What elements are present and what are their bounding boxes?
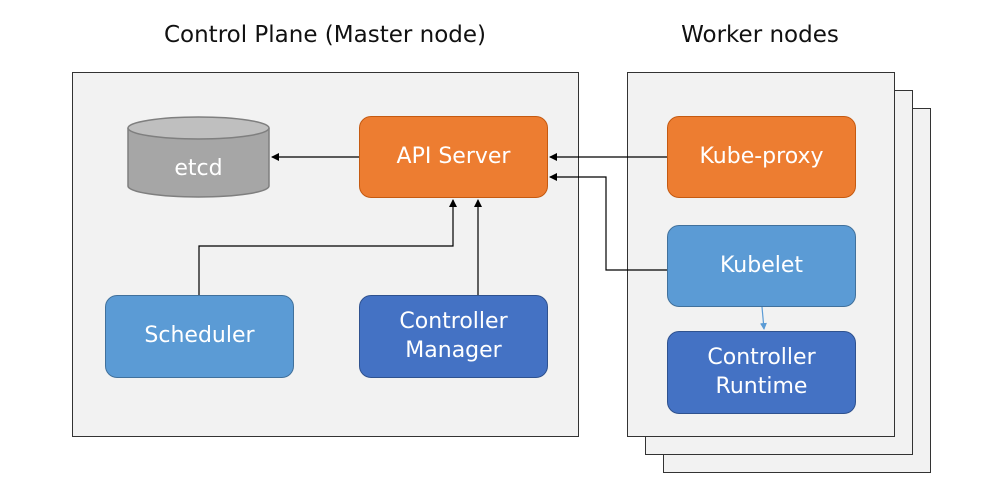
etcd-database: etcd bbox=[127, 116, 270, 198]
controller-runtime-label-line1: Controller bbox=[707, 344, 816, 370]
etcd-label: etcd bbox=[174, 155, 223, 181]
api-server-box: API Server bbox=[359, 116, 548, 198]
controller-manager-label-line1: Controller bbox=[399, 308, 508, 334]
control-plane-heading: Control Plane (Master node) bbox=[163, 22, 487, 48]
scheduler-box: Scheduler bbox=[105, 295, 294, 378]
controller-runtime-label-line2: Runtime bbox=[715, 373, 808, 399]
kubelet-box: Kubelet bbox=[667, 225, 856, 307]
scheduler-label: Scheduler bbox=[144, 323, 255, 349]
controller-runtime-box: Controller Runtime bbox=[667, 331, 856, 414]
database-cylinder-icon bbox=[127, 116, 270, 198]
api-server-label: API Server bbox=[396, 143, 511, 169]
worker-nodes-heading: Worker nodes bbox=[681, 22, 839, 48]
controller-manager-label-line2: Manager bbox=[405, 337, 502, 363]
controller-manager-box: Controller Manager bbox=[359, 295, 548, 378]
kubelet-label: Kubelet bbox=[719, 252, 804, 278]
kube-proxy-label: Kube-proxy bbox=[699, 143, 824, 169]
kube-proxy-box: Kube-proxy bbox=[667, 116, 856, 198]
